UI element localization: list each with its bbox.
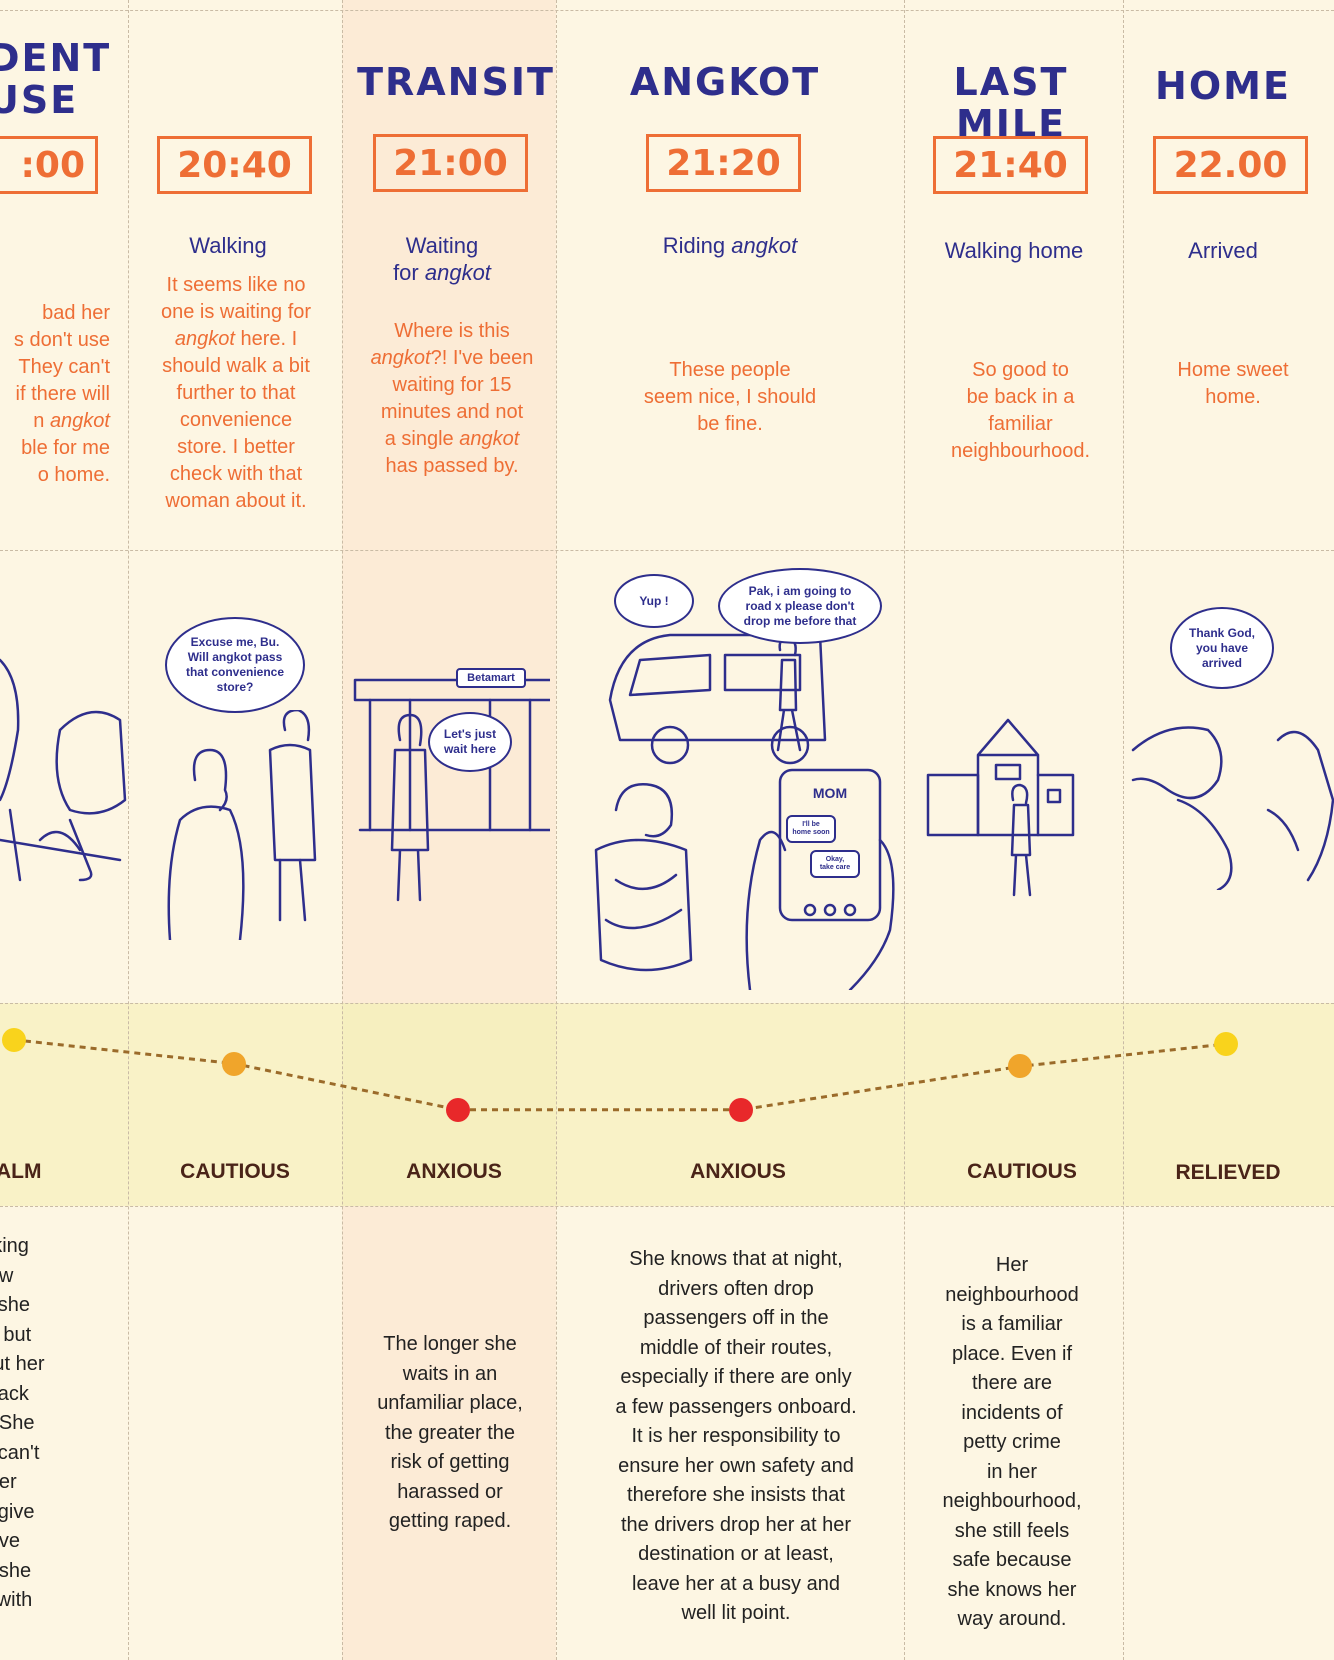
phone-screen-title: MOM [812,784,848,801]
activity-label: Riding angkot [662,233,798,258]
stage-title: ANGKOT [629,60,821,104]
store-sign: Betamart [456,668,526,688]
divider [556,0,557,1660]
divider [128,0,129,1660]
time-box: 20:40 [157,136,312,194]
time-label: 20:40 [177,144,292,186]
stage-title: HOME [1155,64,1291,108]
thought-text: Home sweet home. [1177,359,1289,408]
divider [0,1206,1334,1207]
time-label: 22.00 [1173,144,1288,186]
time-box: 22.00 [1153,136,1308,194]
time-label: 21:40 [953,144,1068,186]
time-label: 21:00 [393,142,508,184]
divider [0,550,1334,551]
phone-message: I'll be home soon [786,815,836,843]
emotion-label: CAUTIOUS [967,1160,1077,1183]
emotion-label: ALM [0,1160,42,1183]
worried-girl-illustration [594,783,693,972]
activity-label: Walking [189,233,267,258]
house-illustration [926,718,1075,897]
thought-text: So good to be back in a familiar neighbo… [950,359,1090,462]
time-box: 21:40 [933,136,1088,194]
divider [1123,0,1124,1660]
emotion-label: CAUTIOUS [180,1160,290,1183]
context-note: She knows that at night, drivers often d… [615,1248,857,1624]
emotion-label: ANXIOUS [406,1160,502,1183]
women-talking-illustration [167,710,317,940]
speech-bubble: Excuse me, Bu. Will angkot pass that con… [165,617,305,713]
hug-illustration [1131,726,1334,890]
context-note: Her neighbourhood is a familiar place. E… [942,1254,1082,1630]
emotion-dot [2,1027,26,1052]
studying-illustration [0,658,127,882]
emotion-dot [1008,1054,1032,1079]
emotion-dot [1214,1032,1238,1056]
phone-message: Okay, take care [810,850,860,878]
phone-illustration [745,768,895,990]
emotion-dot [222,1051,246,1076]
speech-bubble: Thank God, you have arrived [1170,607,1274,689]
speech-bubble: Yup ! [614,574,694,628]
speech-bubble: Let's just wait here [428,712,512,772]
time-label: :00 [20,144,86,186]
divider [904,0,905,1660]
divider [0,10,1334,11]
context-note: working h new nts, she help but about he… [0,1235,45,1611]
speech-bubble: Pak, i am going to road x please don't d… [718,568,882,644]
time-box: :00 [0,136,98,194]
activity-label: Walking home [944,238,1084,263]
emotion-label: ANXIOUS [690,1160,786,1183]
emotion-band [0,1003,1334,1206]
emotion-curve-line [13,1038,1227,1112]
time-box: 21:20 [646,134,801,192]
context-note: The longer she waits in an unfamiliar pl… [377,1333,523,1532]
emotion-dot [446,1097,470,1122]
thought-text: These people seem nice, I should be fine… [643,359,817,435]
time-box: 21:00 [373,134,528,192]
emotion-label: RELIEVED [1175,1161,1281,1184]
activity-label: Arrived [1188,238,1258,263]
stage-title: TRANSIT [357,60,555,104]
emotion-dot [729,1097,753,1122]
divider [342,0,343,1660]
stage-title: DENT USE [0,36,112,122]
divider [0,1003,1334,1004]
time-label: 21:20 [666,142,781,184]
